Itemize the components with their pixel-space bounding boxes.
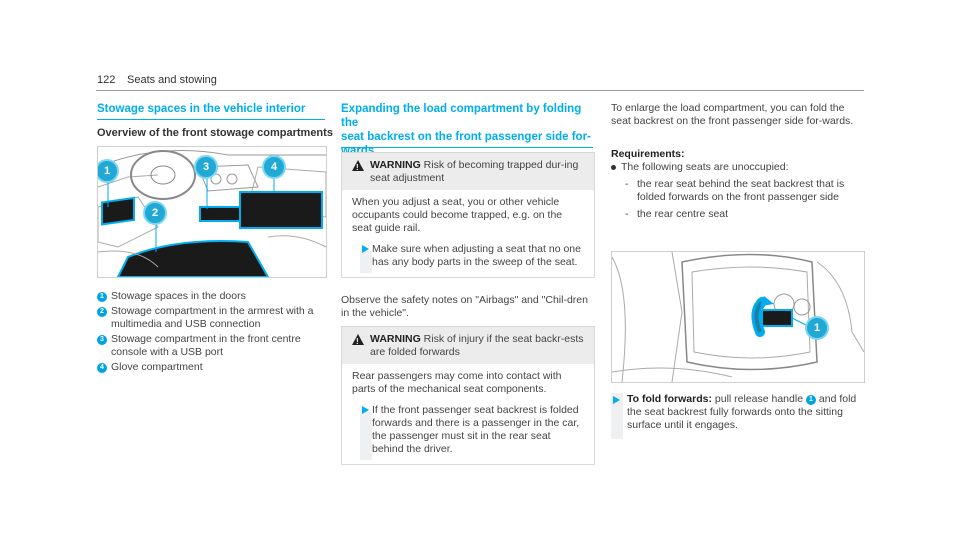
- warning-triangle-icon: [352, 334, 364, 348]
- warning-step: Make sure when adjusting a seat that no …: [352, 243, 584, 273]
- warning-head-text: Risk of injury if the seat backr-ests ar…: [370, 333, 584, 358]
- legend-number: 3: [97, 335, 107, 345]
- legend-list: 1 Stowage spaces in the doors 2 Stowage …: [97, 290, 325, 376]
- warning-step-text: Make sure when adjusting a seat that no …: [372, 243, 581, 268]
- requirement-sub-text: the rear seat behind the seat backrest t…: [637, 178, 845, 203]
- legend-number: 4: [97, 363, 107, 373]
- step-label: To fold forwards:: [627, 393, 712, 405]
- legend-number: 2: [97, 307, 107, 317]
- section-title-expanding: Expanding the load compartment by foldin…: [341, 102, 593, 158]
- warning-label: WARNING: [370, 159, 421, 171]
- section-title-stowage: Stowage spaces in the vehicle interior: [97, 103, 306, 115]
- title-line: Expanding the load compartment by foldin…: [341, 103, 582, 129]
- callout-3: 3: [194, 155, 218, 179]
- dash-icon: -: [625, 208, 629, 220]
- step-number: 1: [805, 395, 816, 405]
- requirement-bullet: The following seats are unoccupied:: [611, 161, 863, 174]
- requirements-block: Requirements: The following seats are un…: [611, 148, 863, 221]
- callout-2: 2: [143, 201, 167, 225]
- page-section-title: Seats and stowing: [127, 74, 217, 86]
- legend-item: 3 Stowage compartment in the front centr…: [97, 333, 325, 359]
- callout-release-handle: 1: [805, 316, 829, 340]
- step-text-b: and fold the seat backrest fully forward…: [627, 393, 857, 431]
- warning-step: If the front passenger seat backrest is …: [352, 404, 584, 460]
- warning-head-text: Risk of becoming trapped dur-ing seat ad…: [370, 159, 579, 184]
- legend-number: 1: [97, 292, 107, 302]
- warning-body-text: When you adjust a seat, you or other veh…: [352, 196, 563, 234]
- legend-text: Glove compartment: [111, 361, 203, 373]
- fold-forward-step: To fold forwards: pull release handle 1 …: [611, 393, 861, 439]
- interior-illustration: 1 2 3 4: [97, 146, 327, 278]
- callout-4: 4: [262, 155, 286, 179]
- section-title-underline: [97, 119, 325, 120]
- dash-icon: -: [625, 178, 629, 190]
- seat-drawing: [612, 252, 864, 382]
- requirement-text: The following seats are unoccupied:: [621, 161, 789, 173]
- legend-item: 2 Stowage compartment in the armrest wit…: [97, 305, 325, 331]
- title-line: seat backrest on the front passenger sid…: [341, 131, 591, 143]
- legend-text: Stowage spaces in the doors: [111, 290, 246, 302]
- warning-box-trapped: WARNING Risk of becoming trapped dur-ing…: [341, 152, 595, 278]
- safety-note: Observe the safety notes on "Airbags" an…: [341, 294, 588, 319]
- section-title-underline: [341, 147, 593, 148]
- seat-release-illustration: 1: [611, 251, 865, 383]
- subsection-title-overview: Overview of the front stowage compartmen…: [97, 127, 333, 139]
- step-arrow-icon: [613, 396, 620, 404]
- legend-item: 1 Stowage spaces in the doors: [97, 290, 325, 303]
- step-bar: [611, 393, 623, 439]
- requirements-title: Requirements:: [611, 148, 685, 160]
- header-divider: [96, 90, 864, 91]
- warning-header: WARNING Risk of becoming trapped dur-ing…: [342, 153, 594, 190]
- legend-item: 4 Glove compartment: [97, 361, 325, 374]
- warning-triangle-icon: [352, 160, 364, 174]
- requirement-sub-item: - the rear centre seat: [611, 208, 863, 221]
- warning-label: WARNING: [370, 333, 421, 345]
- callout-1: 1: [98, 159, 119, 183]
- warning-body-text: Rear passengers may come into contact wi…: [352, 370, 562, 395]
- bullet-dot-icon: [611, 165, 616, 170]
- requirement-sub-text: the rear centre seat: [637, 208, 729, 220]
- step-arrow-icon: [362, 245, 369, 253]
- warning-step-text: If the front passenger seat backrest is …: [372, 404, 580, 455]
- warning-header: WARNING Risk of injury if the seat backr…: [342, 327, 594, 364]
- warning-body: When you adjust a seat, you or other veh…: [342, 190, 594, 277]
- legend-text: Stowage compartment in the armrest with …: [111, 305, 314, 330]
- step-content: To fold forwards: pull release handle 1 …: [611, 393, 861, 432]
- requirement-sub-item: - the rear seat behind the seat backrest…: [611, 178, 863, 204]
- step-arrow-icon: [362, 406, 369, 414]
- step-text-a: pull release handle: [714, 393, 804, 405]
- intro-text: To enlarge the load compartment, you can…: [611, 102, 854, 127]
- warning-body: Rear passengers may come into contact wi…: [342, 364, 594, 464]
- warning-box-injury: WARNING Risk of injury if the seat backr…: [341, 326, 595, 465]
- legend-text: Stowage compartment in the front centre …: [111, 333, 301, 358]
- page-number: 122: [97, 74, 116, 86]
